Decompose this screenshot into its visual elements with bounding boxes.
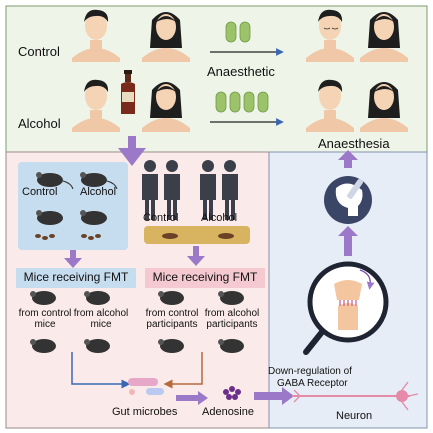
arrow-human-to-microbes <box>163 352 203 389</box>
human-stool-box <box>144 226 250 244</box>
fmt-box-mice <box>16 268 136 288</box>
person-alcohol-man-after <box>306 79 354 132</box>
magnifier-handle <box>303 329 325 355</box>
from-control-participants-line2: participants <box>146 319 198 330</box>
person-control-man-before <box>72 9 120 62</box>
human-control-silhouettes <box>142 160 180 220</box>
arrow-down-left <box>64 250 82 268</box>
mouse-control-donor <box>36 172 74 190</box>
anaesthetic-label: Anaesthetic <box>207 64 275 79</box>
pills-alcohol <box>215 91 269 113</box>
person-alcohol-woman-after <box>360 82 408 132</box>
recipient-mice <box>30 291 244 353</box>
arrow-microbes-to-adenosine <box>176 391 208 405</box>
arrow-mice-to-microbes <box>71 352 131 389</box>
from-control-mice-line1: from control <box>18 308 72 319</box>
person-control-woman-before <box>142 12 190 62</box>
adenosine-graphic <box>223 386 241 400</box>
pills-control <box>225 21 251 43</box>
mouse-donor-box <box>18 162 128 250</box>
person-control-man-after <box>306 9 354 62</box>
mouse-alcohol-donor-feces <box>80 210 107 240</box>
human-control-label: Control <box>143 212 179 224</box>
arrow-to-fmt <box>118 136 146 166</box>
fmt-box-human <box>145 268 265 288</box>
arrow-neuron-to-brain <box>338 226 358 256</box>
from-alcohol-participants-line2: participants <box>206 319 258 330</box>
from-control-mice-line2: mice <box>34 319 56 330</box>
row-control-label: Control <box>18 44 60 59</box>
neuron-graphic <box>292 381 419 411</box>
gut-microbes-graphic <box>128 378 164 395</box>
from-alcohol-mice-line1: from alcohol <box>73 308 129 319</box>
arrow-down-right <box>187 246 205 266</box>
adenosine-label: Adenosine <box>202 406 254 418</box>
from-alcohol-participants-line1: from alcohol <box>204 308 260 319</box>
mouse-control-label: Control <box>22 186 58 198</box>
mouse-alcohol-donor <box>80 172 118 190</box>
fmt-title-human: Mice receiving FMT <box>152 270 258 284</box>
brain-head-icon <box>324 176 372 224</box>
person-alcohol-man-before <box>72 79 120 132</box>
from-alcohol-mice-line2: mice <box>90 319 112 330</box>
synapse-detail <box>334 269 375 330</box>
fmt-title-mice: Mice receiving FMT <box>23 270 129 284</box>
human-alcohol-label: Alcohol <box>201 212 238 224</box>
human-alcohol-silhouettes <box>200 160 238 220</box>
from-control-participants-line1: from control <box>145 308 199 319</box>
person-control-woman-after <box>360 12 408 62</box>
mouse-alcohol-label: Alcohol <box>80 186 117 198</box>
arrow-adenosine-to-neuron <box>254 387 294 405</box>
mouse-control-donor-feces <box>35 210 63 240</box>
arrow-brain-to-anaesthesia <box>338 150 358 168</box>
gut-microbes-label: Gut microbes <box>112 406 178 418</box>
downregulation-line1: Down-regulation of <box>268 366 352 377</box>
downregulation-line2: GABA Receptor <box>277 378 348 389</box>
person-alcohol-woman-before <box>142 82 190 132</box>
alcohol-bottle <box>121 70 135 114</box>
row-alcohol-label: Alcohol <box>18 116 61 131</box>
neuron-label: Neuron <box>336 410 373 422</box>
anaesthesia-label: Anaesthesia <box>318 136 390 151</box>
